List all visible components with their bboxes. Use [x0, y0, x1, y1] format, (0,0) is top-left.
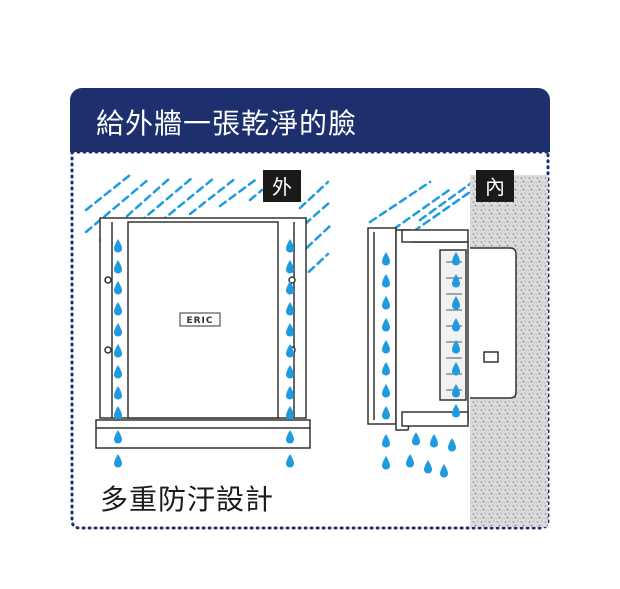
eric-logo: ERIC — [179, 312, 221, 327]
diagram-card: 給外牆一張乾淨的臉 多重防汙設計 — [70, 88, 550, 528]
droplets-side-falling — [406, 432, 456, 478]
dotted-frame — [70, 150, 550, 530]
fan-side-view — [367, 227, 517, 431]
caption: 多重防汙設計 — [100, 483, 275, 516]
header-bar: 給外牆一張乾淨的臉 — [70, 88, 550, 152]
eric-logo-text: ERIC — [186, 316, 213, 326]
tag-outside-text: 外 — [272, 175, 292, 199]
tag-inside: 內 — [476, 170, 514, 202]
header-title: 給外牆一張乾淨的臉 — [96, 107, 358, 140]
fan-front-view — [95, 217, 311, 449]
tag-inside-text: 內 — [485, 175, 505, 199]
tag-outside: 外 — [263, 170, 301, 202]
